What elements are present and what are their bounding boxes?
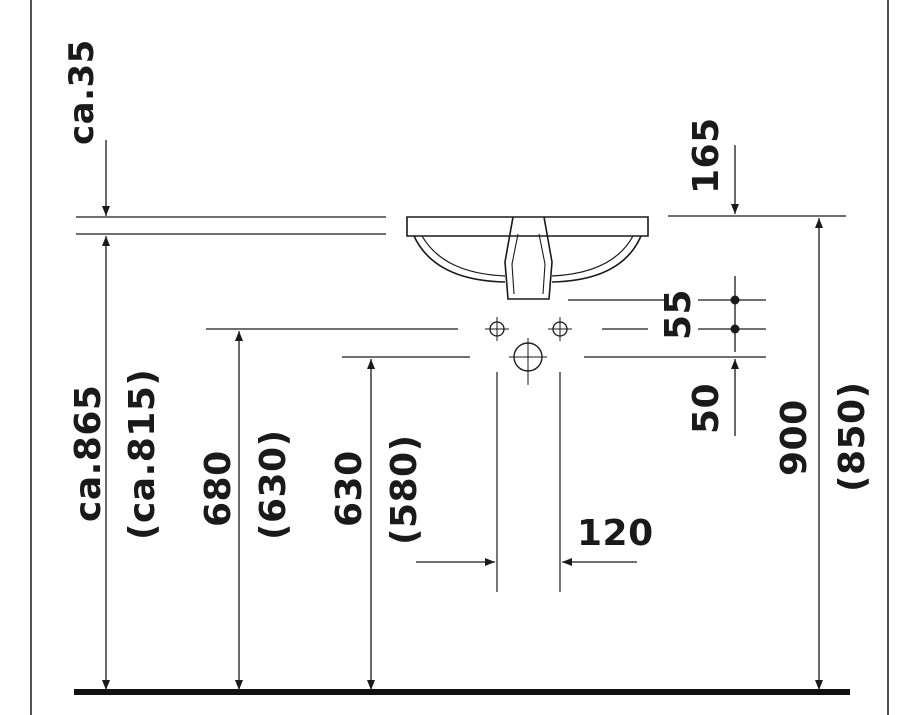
dim-text-580: (580): [384, 434, 425, 545]
waste-connection: [509, 338, 547, 385]
dim-text-ca815: (ca.815): [122, 369, 163, 540]
dim-text-630: 630: [329, 450, 370, 527]
dim-text-50: 50: [686, 383, 727, 434]
dim-dot-55-bottom: [730, 324, 740, 334]
dim-text-ca865: ca.865: [68, 385, 109, 522]
dim-text-900: 900: [774, 399, 815, 476]
dim-dot-55-top: [730, 295, 740, 305]
dim-text-165: 165: [686, 117, 727, 194]
washbasin-section: [406, 216, 649, 300]
cold-water-connection: [485, 317, 509, 341]
dim-text-630-alt-inlet: (630): [253, 429, 294, 540]
dim-text-680: 680: [198, 450, 239, 527]
dim-text-55: 55: [658, 289, 699, 340]
dim-text-120: 120: [577, 513, 654, 554]
hot-water-connection: [548, 317, 572, 341]
dim-text-ca35: ca.35: [62, 39, 102, 145]
dim-text-850: (850): [832, 381, 873, 492]
